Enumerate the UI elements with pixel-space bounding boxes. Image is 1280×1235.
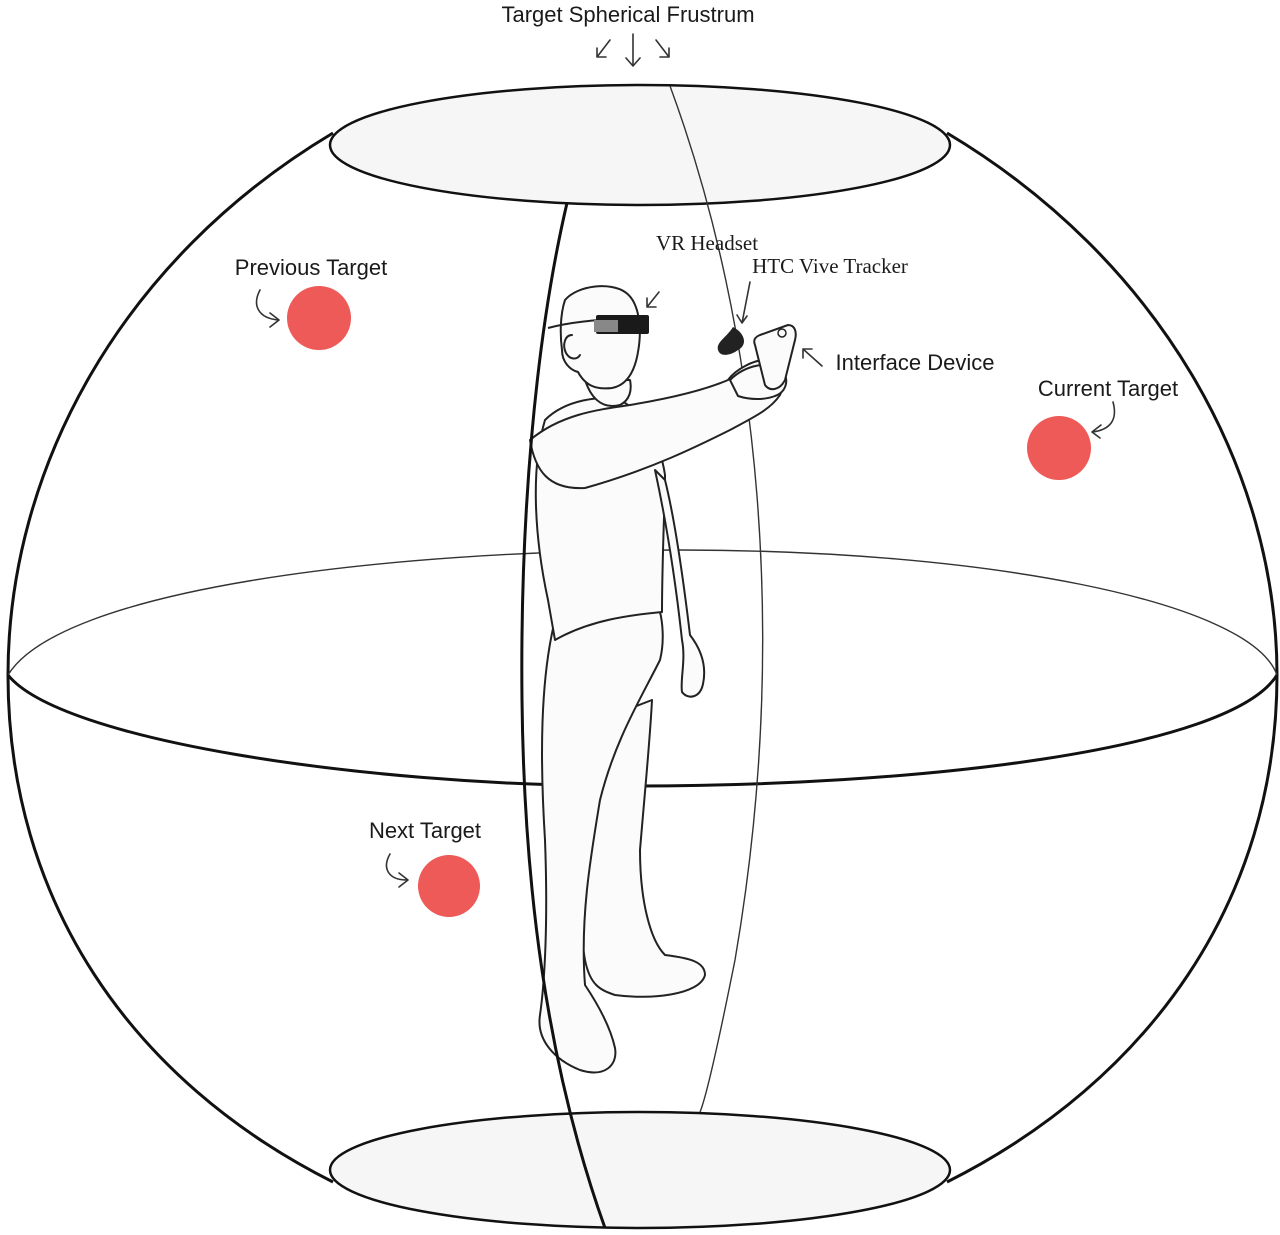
vive-tracker-device	[717, 327, 745, 355]
top-cap	[328, 83, 952, 207]
vr-headset-label: VR Headset	[656, 231, 758, 255]
current-target-label: Current Target	[1038, 376, 1178, 401]
next-target-label: Next Target	[369, 818, 481, 843]
next-target-arrow-icon	[385, 853, 409, 888]
previous-target-marker	[287, 286, 351, 350]
previous-target-label: Previous Target	[235, 255, 387, 280]
interface-device-arrow-icon	[802, 348, 823, 367]
previous-target-arrow-icon	[255, 289, 280, 328]
interface-device-label: Interface Device	[836, 350, 995, 375]
vr-headset-arrow-icon	[646, 291, 660, 308]
tracker-arrow-icon	[736, 281, 751, 324]
frustum-label: Target Spherical Frustrum	[501, 2, 754, 27]
next-target-marker	[418, 855, 480, 917]
person-figure	[529, 285, 797, 1074]
current-target-arrow-icon	[1091, 401, 1116, 439]
frustum-arrows	[596, 33, 670, 67]
meridian-back	[669, 85, 764, 1113]
current-target-marker	[1027, 416, 1091, 480]
bottom-cap	[328, 1110, 952, 1230]
sphere-outline-left	[6, 131, 334, 1184]
equator-back	[7, 549, 1278, 676]
meridian-front	[520, 202, 607, 1229]
sphere-outline-right	[946, 131, 1279, 1184]
tracker-label: HTC Vive Tracker	[752, 254, 908, 278]
